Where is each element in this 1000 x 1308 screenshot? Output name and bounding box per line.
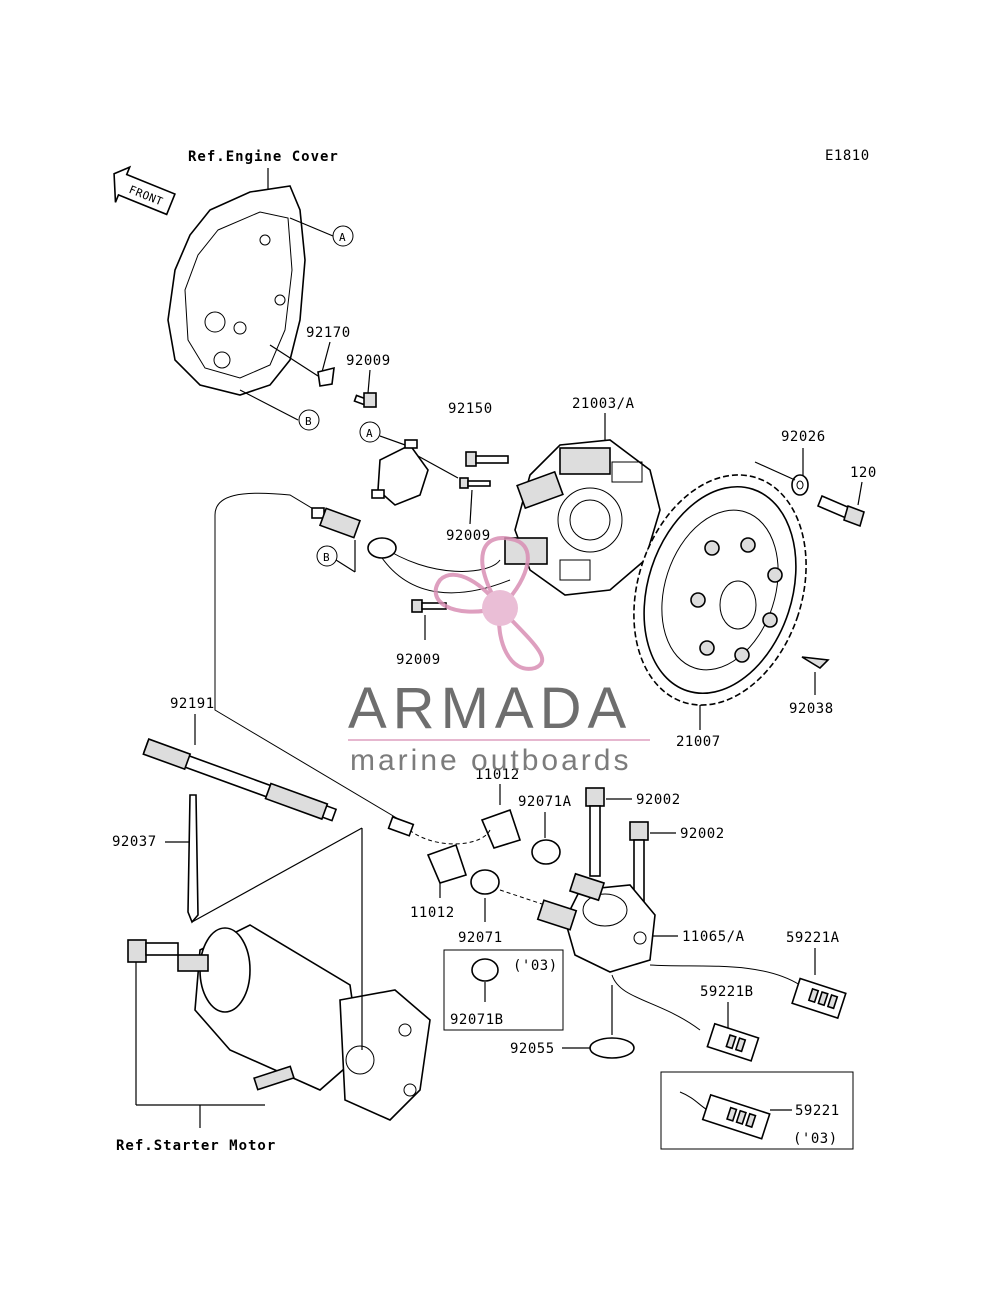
part-11012-top: 11012 <box>475 767 520 783</box>
bolt-starter <box>127 939 179 963</box>
part-11012-bottom: 11012 <box>410 905 455 921</box>
starter-motor <box>177 924 431 1121</box>
part-92071: 92071 <box>458 930 503 946</box>
svg-text:A: A <box>366 427 373 440</box>
part-21007: 21007 <box>676 734 721 750</box>
part-92150: 92150 <box>448 401 493 417</box>
oring-92055 <box>589 1037 635 1059</box>
ref-starter-motor: Ref.Starter Motor <box>116 1138 276 1154</box>
part-11065A: 11065/A <box>682 929 745 945</box>
part-92026: 92026 <box>781 429 826 445</box>
part-120: 120 <box>850 465 877 481</box>
part-59221B: 59221B <box>700 984 754 1000</box>
key-92038 <box>801 656 830 670</box>
year-note-2: ('03) <box>793 1131 838 1147</box>
connector-59221A <box>791 977 847 1020</box>
part-92038: 92038 <box>789 701 834 717</box>
year-note-1: ('03) <box>513 958 558 974</box>
part-59221A: 59221A <box>786 930 840 946</box>
part-92009-mid: 92009 <box>446 528 491 544</box>
diagram-code: E1810 <box>825 148 870 164</box>
engine-cover <box>167 185 306 396</box>
part-92009-top: 92009 <box>346 353 391 369</box>
part-92037: 92037 <box>112 834 157 850</box>
part-92071B: 92071B <box>450 1012 504 1028</box>
propeller-icon <box>433 536 544 671</box>
part-92002-top: 92002 <box>636 792 681 808</box>
stator <box>504 439 661 596</box>
housing-11065A <box>536 872 656 973</box>
callout-b-top <box>298 409 320 431</box>
bolt-92002-top <box>585 787 605 877</box>
bolt-92009-top <box>353 392 377 408</box>
front-arrow-icon: FRONT <box>113 165 176 216</box>
flywheel-gear-21007 <box>633 474 807 706</box>
pickup-coil <box>371 439 429 506</box>
callout-a-mid <box>359 421 381 443</box>
svg-text:B: B <box>305 415 312 428</box>
wire-grommet <box>311 507 397 559</box>
ref-engine-cover: Ref.Engine Cover <box>188 149 339 165</box>
part-92170: 92170 <box>306 325 351 341</box>
connector-59221B <box>706 1022 760 1062</box>
watermark-title: ARMADA <box>348 676 632 741</box>
part-92071A: 92071A <box>518 794 572 810</box>
strap-92037 <box>187 794 199 924</box>
callout-b-mid <box>316 545 338 567</box>
plug-92071 <box>470 869 500 895</box>
bolt-120 <box>816 494 865 528</box>
bolt-92150 <box>465 451 509 467</box>
inset-59221 <box>660 1071 854 1150</box>
watermark-subtitle: marine outboards <box>350 744 631 777</box>
part-92002-mid: 92002 <box>680 826 725 842</box>
cap-11012-bottom <box>426 843 468 884</box>
watermark-logo: ARMADA marine outboards <box>348 536 650 777</box>
plug-92071A <box>531 839 561 865</box>
part-59221: 59221 <box>795 1103 840 1119</box>
part-21003A: 21003/A <box>572 396 635 412</box>
cap-11012-top <box>480 808 522 849</box>
svg-text:B: B <box>323 551 330 564</box>
washer-92026 <box>791 474 809 496</box>
inset-92071B <box>443 949 564 1031</box>
part-92009-bottom: 92009 <box>396 652 441 668</box>
connector-59221 <box>701 1093 771 1140</box>
svg-text:A: A <box>339 231 346 244</box>
shaft-92191 <box>142 738 338 822</box>
part-92055: 92055 <box>510 1041 555 1057</box>
part-92191: 92191 <box>170 696 215 712</box>
callout-a-top <box>332 225 354 247</box>
bolt-92009-mid <box>459 477 491 489</box>
